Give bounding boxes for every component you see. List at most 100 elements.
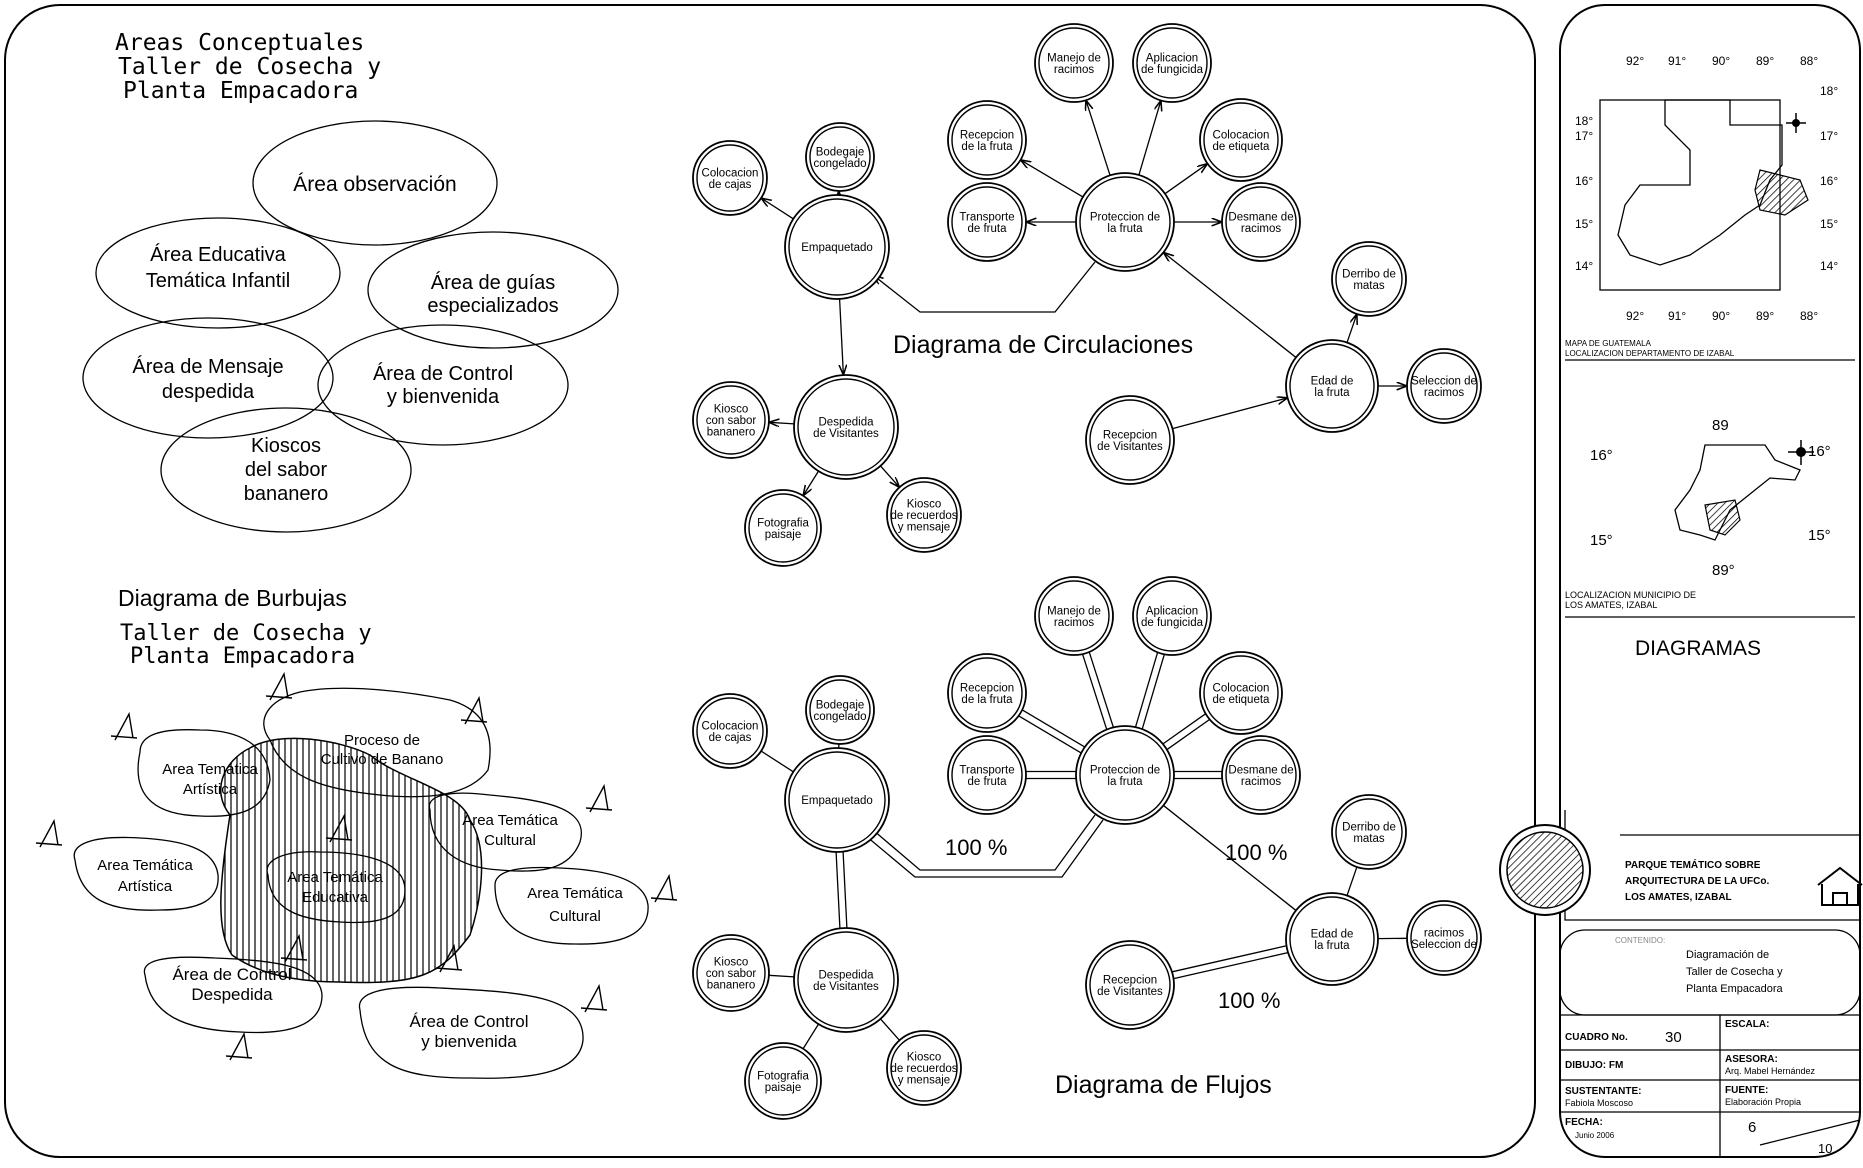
- map1-right-label-1: 17°: [1820, 129, 1838, 143]
- map-izabal: 89 89° 16° 15° 16° 15° LOCALIZACION MUNI…: [1565, 417, 1855, 617]
- circulation-node-seleccion-label-1: racimos: [1424, 387, 1465, 399]
- flow-edge-despedida-kiosco_recuerdo: [880, 1019, 899, 1040]
- flow-edge-empaquetado-despedida-b: [843, 852, 847, 928]
- map2-caption-2: LOS AMATES, IZABAL: [1565, 600, 1657, 610]
- flows-node-edad-label-1: la fruta: [1314, 940, 1350, 952]
- flows-node-seleccion-label-0: racimos: [1424, 927, 1465, 939]
- circ-edge-proteccion-colocacion_etiqueta: [1165, 164, 1208, 194]
- viewpoint-marker-icon-2: [461, 698, 487, 724]
- flows-node-bodegaje-label-1: congelado: [813, 711, 866, 723]
- flows-node-despedida-label-0: Despedida: [819, 969, 875, 981]
- map2-north-dot-icon: [1796, 447, 1806, 457]
- flows-node-manejo-label-1: racimos: [1054, 617, 1095, 629]
- title-block-sheet-divider: [1760, 1120, 1860, 1145]
- circulation-node-recepcion-visitantes-label-0: Recepcion: [1103, 429, 1157, 441]
- project-line-1: PARQUE TEMÁTICO SOBRE: [1625, 858, 1761, 871]
- flows-node-kiosco-label-1: con sabor: [706, 968, 757, 980]
- fecha-label: FECHA:: [1565, 1117, 1603, 1128]
- flow-edge-proteccion-recepcion_fruta-b: [1019, 716, 1081, 753]
- flows-node-proteccion-label-0: Proteccion de: [1090, 764, 1160, 776]
- map1-right-label-3: 15°: [1820, 217, 1838, 231]
- area-observacion-label: Área observación: [293, 173, 456, 196]
- circulation-node-despedida-label-0: Despedida: [819, 416, 875, 428]
- flows-node-empaquetado-label-0: Empaquetado: [801, 795, 873, 807]
- bubble-proceso-label-1: Proceso de: [344, 732, 420, 749]
- map2-caption-1: LOCALIZACION MUNICIPIO DE: [1565, 590, 1696, 600]
- bubbles-title-3: Planta Empacadora: [130, 644, 355, 669]
- flows-node-desmane-label-1: racimos: [1241, 776, 1282, 788]
- flows-node-derribo-label-1: matas: [1353, 833, 1385, 845]
- circulation-node-transporte-label-0: Transporte: [959, 211, 1014, 223]
- flows-node-kiosco-recuerdo-label-1: de recuerdos: [890, 1063, 957, 1075]
- viewpoint-marker-icon-4: [36, 821, 62, 847]
- flow-percent-1: 100 %: [945, 835, 1007, 860]
- flow-edge-edad-derribo: [1347, 867, 1357, 896]
- circulation-node-recepcion-fruta-label-1: de la fruta: [961, 141, 1013, 153]
- circ-edge-despedida-fotografia: [803, 471, 818, 496]
- flows-node-kiosco-recuerdo-label-0: Kiosco: [907, 1052, 942, 1064]
- flows-node-recepcion-fruta-label-1: de la fruta: [961, 694, 1013, 706]
- map2-top-label: 89: [1712, 417, 1729, 434]
- circulation-node-colocacion-cajas-label-0: Colocacion: [702, 167, 759, 179]
- viewpoint-marker-icon-3: [586, 786, 612, 812]
- circulation-node-edad-label-0: Edad de: [1311, 375, 1354, 387]
- map1-top-label-2: 90°: [1712, 54, 1730, 68]
- content-line-1: Diagramación de: [1686, 949, 1769, 961]
- circulation-node-colocacion-cajas-label-1: de cajas: [709, 179, 752, 191]
- map1-left-label-1: 17°: [1575, 129, 1593, 143]
- content-label: CONTENIDO:: [1615, 936, 1665, 945]
- area-guias-label-1: Área de guías: [431, 271, 556, 294]
- cuadro-label: CUADRO No.: [1565, 1032, 1628, 1043]
- viewpoint-marker-icon-5: [651, 876, 677, 902]
- fecha-value: Junio 2006: [1575, 1131, 1615, 1140]
- map2-left-label-1: 15°: [1590, 532, 1613, 549]
- flows-node-desmane-label-0: Desmane de: [1228, 764, 1293, 776]
- circulation-diagram: Diagrama de Circulaciones Manejo deracim…: [693, 24, 1481, 566]
- circulation-node-bodegaje-label-1: congelado: [813, 158, 866, 170]
- flow-edge-proteccion-colocacion_etiqueta-a: [1167, 720, 1210, 750]
- circulation-node-despedida-label-1: de Visitantes: [813, 428, 879, 440]
- escala-label: ESCALA:: [1725, 1019, 1769, 1030]
- flow-edge-proteccion-manejo-a: [1089, 652, 1113, 727]
- circulation-node-fotografia-label-1: paisaje: [765, 529, 801, 541]
- izabal-highlight: [1755, 170, 1808, 215]
- flow-title: Diagrama de Flujos: [1055, 1071, 1272, 1099]
- circulation-node-proteccion-label-1: la fruta: [1107, 223, 1143, 235]
- flow-edge-recepcion_visitantes-edad-b: [1172, 946, 1286, 972]
- circulation-title: Diagrama de Circulaciones: [893, 331, 1193, 359]
- sheet-total: 10: [1818, 1141, 1832, 1156]
- area-kioscos-label-2: del sabor: [245, 459, 328, 481]
- map1-right-label-4: 14°: [1820, 259, 1838, 273]
- bubble-bienvenida-label-1: Área de Control: [409, 1012, 528, 1031]
- bubble-educativa-label-2: Educativa: [302, 889, 369, 906]
- map1-caption-1: MAPA DE GUATEMALA: [1565, 339, 1652, 348]
- circ-edge-empaquetado-despedida: [840, 299, 844, 375]
- map-guatemala: 92° 91° 90° 89° 88° 92° 91° 90° 89° 88° …: [1565, 54, 1855, 360]
- circulation-node-empaquetado-label-0: Empaquetado: [801, 242, 873, 254]
- flows-node-kiosco-recuerdo-label-2: y mensaje: [898, 1075, 950, 1087]
- map2-right-label-1: 15°: [1808, 527, 1831, 544]
- title-panel: 92° 91° 90° 89° 88° 92° 91° 90° 89° 88° …: [1500, 54, 1862, 1157]
- flows-node-colocacion-cajas-label-1: de cajas: [709, 732, 752, 744]
- content-line-2: Taller de Cosecha y: [1686, 966, 1783, 978]
- map1-top-label-0: 92°: [1626, 54, 1644, 68]
- flow-diagram: Diagrama de Flujos 100 % 100 % 100 % Man…: [693, 577, 1481, 1119]
- cuadro-value: 30: [1665, 1029, 1682, 1046]
